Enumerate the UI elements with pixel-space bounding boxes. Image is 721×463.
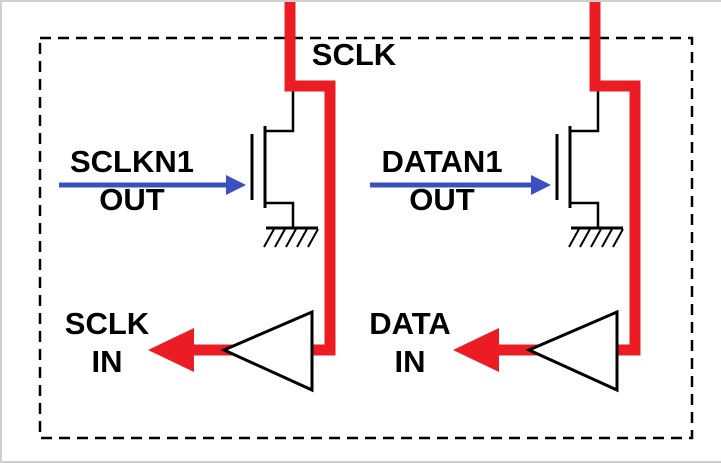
sclk-nmos-transistor (250, 88, 319, 248)
datan1-out-label: OUT (409, 182, 475, 217)
nmos-drain-lead (265, 88, 295, 133)
data-input-buffer (525, 309, 619, 393)
sclk-in-label-line2: IN (92, 344, 123, 379)
sclkn1-label: SCLKN1 (70, 144, 194, 179)
data-in-label-line1: DATA (369, 306, 451, 341)
sclk-top-label: SCLK (312, 37, 397, 72)
datan1-out-arrow (370, 175, 551, 195)
data-in-label-line2: IN (395, 344, 426, 379)
chip-boundary (38, 36, 694, 440)
data-in-arrowhead (453, 328, 499, 372)
sclk-in-label-line1: SCLK (65, 306, 150, 341)
sclk-input-buffer (220, 309, 314, 393)
sclkn1-out-label: OUT (99, 182, 165, 217)
labels: SCLK SCLKN1 OUT DATAN1 OUT SCLK IN DATA … (65, 37, 503, 379)
data-net-trace (499, 2, 641, 356)
sclkn1-out-arrowhead (226, 175, 246, 195)
nmos-source-lead (265, 201, 295, 228)
nmos-source-lead (570, 201, 600, 228)
sclkn1-out-arrow (59, 175, 246, 195)
data-nmos-transistor (555, 88, 624, 248)
nmos-drain-lead (570, 88, 600, 133)
ground-hatching (568, 228, 624, 248)
sclk-in-arrowhead (148, 328, 194, 372)
datan1-out-arrowhead (531, 175, 551, 195)
datan1-label: DATAN1 (381, 144, 502, 179)
sclk-net-trace (194, 2, 336, 356)
ground-hatching (263, 228, 319, 248)
